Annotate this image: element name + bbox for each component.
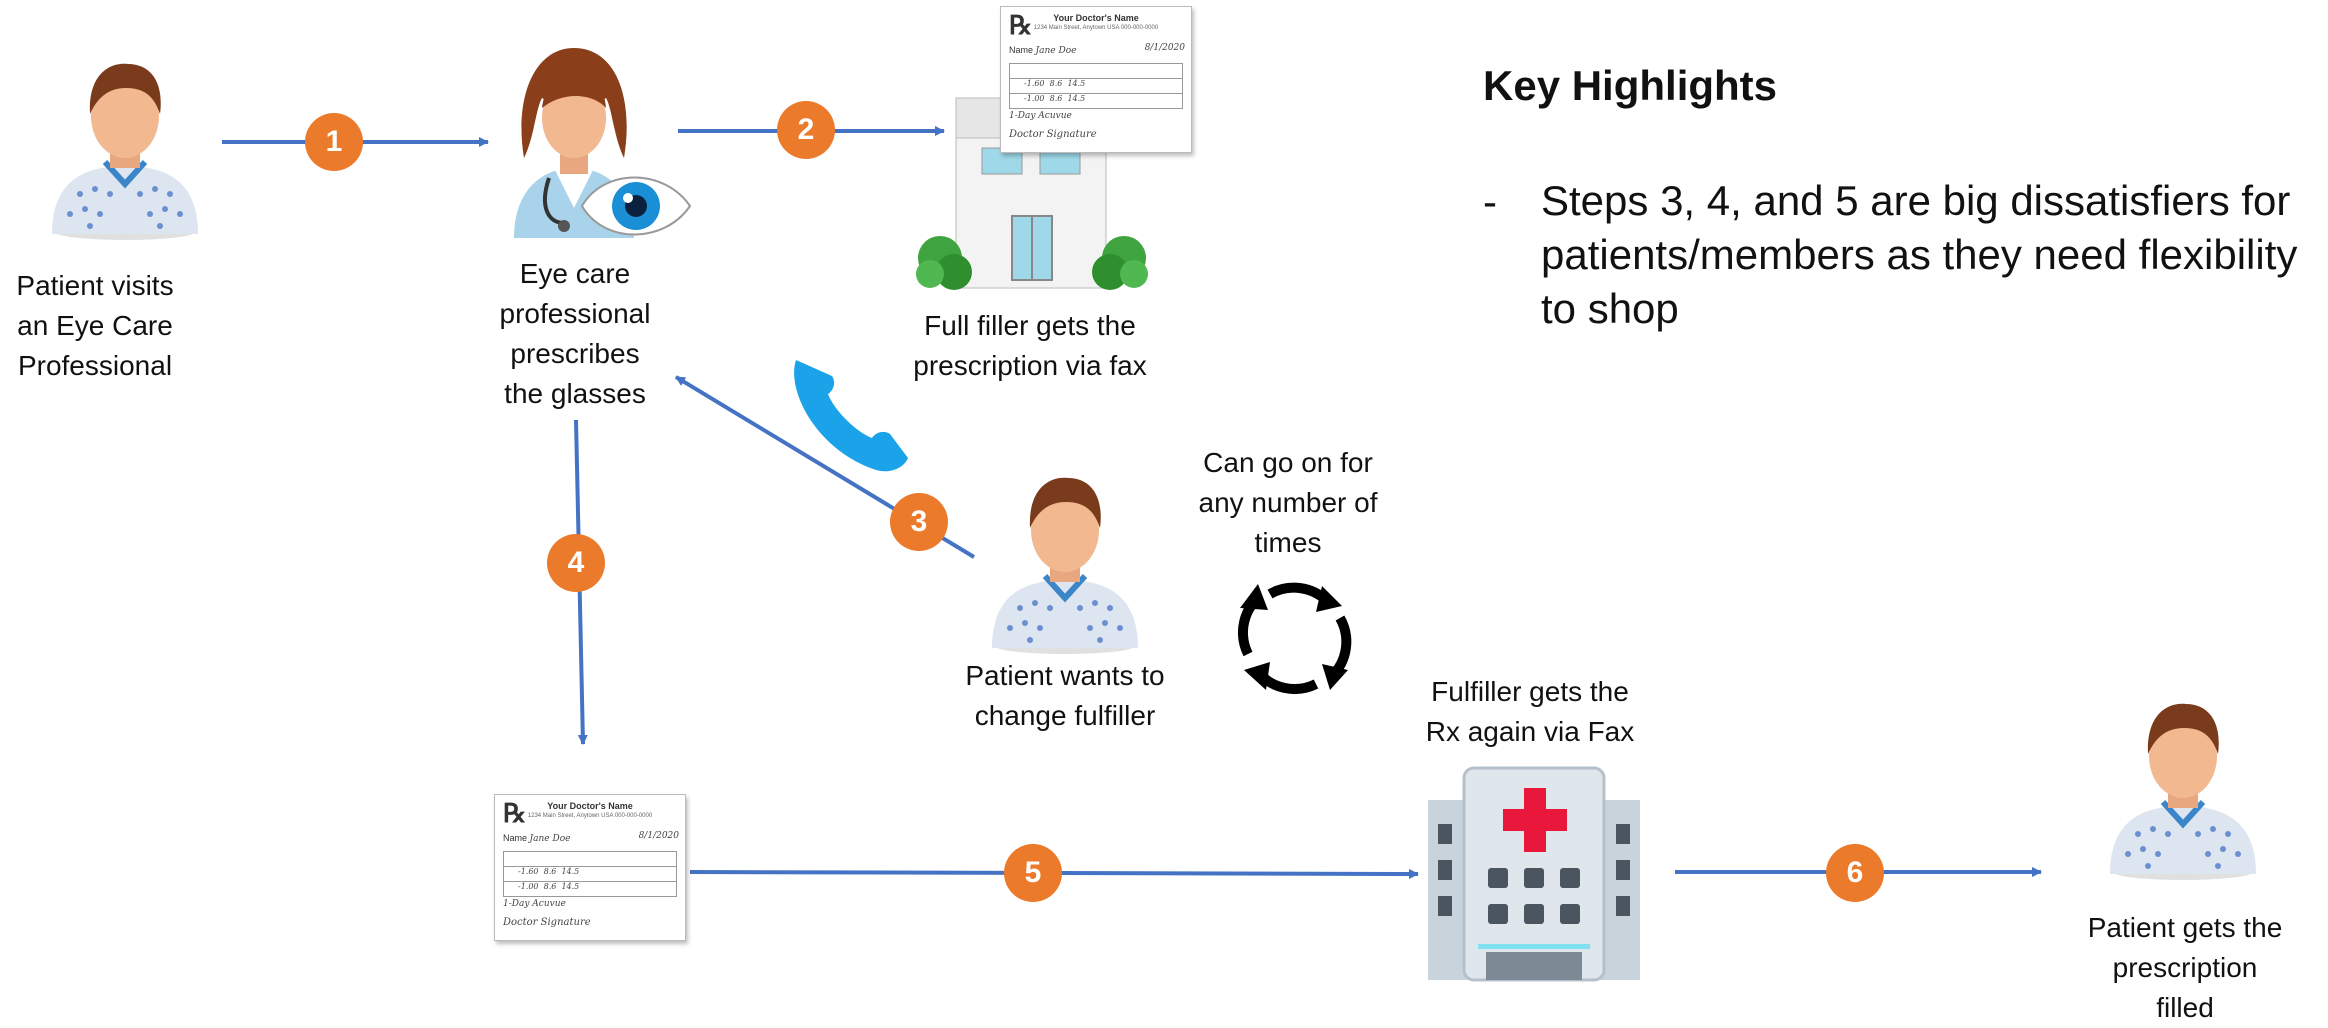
hospital-icon: [1428, 766, 1640, 982]
phone-icon: [794, 360, 908, 472]
step-badge-1: 1: [305, 113, 363, 171]
key-highlights-bullet-marker: -: [1483, 178, 1497, 225]
step-badge-6: 6: [1826, 844, 1884, 902]
label-patient-gets-filled: Patient gets the prescription filled: [2087, 912, 2283, 1023]
key-highlights-title: Key Highlights: [1483, 62, 1778, 109]
rx-row2-sph: -1.00: [518, 882, 539, 891]
doctor-address: 1234 Main Street, Anytown USA 000-000-00…: [527, 813, 653, 819]
rx-row2-dia: 14.5: [561, 882, 580, 891]
rx-date: 8/1/2020: [1144, 43, 1185, 53]
step-badge-4: 4: [547, 534, 605, 592]
doctor-name: Your Doctor's Name: [547, 801, 633, 811]
step-badge-3: 3: [890, 493, 948, 551]
patient-avatar-icon: [992, 477, 1138, 654]
rx-row1-bc: 8.6: [543, 867, 557, 876]
rx-patient-name: Jane Doe: [529, 834, 571, 844]
patient-avatar-icon: [52, 63, 198, 240]
rx-row2-sph: -1.00: [1024, 94, 1045, 103]
rx-patient-name: Jane Doe: [1035, 46, 1077, 56]
label-fulfiller-again: Fulfiller gets the Rx again via Fax: [1425, 676, 1635, 747]
rx-signature: Doctor Signature: [1009, 129, 1097, 140]
step-badge-2: 2: [777, 101, 835, 159]
rx-row1-sph: -1.60: [518, 867, 539, 876]
label-patient-visits: Patient visits an Eye Care Professional: [16, 270, 174, 381]
label-full-filler: Full filler gets the prescription via fa…: [913, 310, 1147, 381]
label-eye-care-prescribes: Eye care professional prescribes the gla…: [499, 258, 651, 409]
patient-avatar-icon: [2110, 703, 2256, 880]
doctor-avatar-icon: [514, 48, 692, 238]
rx-brand: 1-Day Acuvue: [1009, 111, 1072, 121]
rx-row2-dia: 14.5: [1067, 94, 1086, 103]
rx-row1-dia: 14.5: [1067, 79, 1086, 88]
rx-symbol: ℞: [503, 799, 527, 829]
prescription-card-bottom: ℞ Your Doctor's Name 1234 Main Street, A…: [494, 794, 686, 941]
rx-row1-sph: -1.60: [1024, 79, 1045, 88]
rx-row2-bc: 8.6: [1049, 94, 1063, 103]
doctor-name: Your Doctor's Name: [1053, 13, 1139, 23]
key-highlights-bullet-text: Steps 3, 4, and 5 are big dissatisfiers …: [1541, 177, 2298, 332]
prescription-card-top: ℞ Your Doctor's Name 1234 Main Street, A…: [1000, 6, 1192, 153]
label-can-go-on: Can go on for any number of times: [1198, 447, 1378, 558]
rx-date: 8/1/2020: [638, 831, 679, 841]
rx-symbol: ℞: [1009, 11, 1033, 41]
doctor-address: 1234 Main Street, Anytown USA 000-000-00…: [1033, 25, 1159, 31]
rx-row2-bc: 8.6: [543, 882, 557, 891]
rx-row1-dia: 14.5: [561, 867, 580, 876]
rx-brand: 1-Day Acuvue: [503, 899, 566, 909]
eye-icon: [580, 176, 692, 236]
rx-row1-bc: 8.6: [1049, 79, 1063, 88]
label-patient-wants-change: Patient wants to change fulfiller: [965, 660, 1165, 731]
step-badge-5: 5: [1004, 844, 1062, 902]
rx-signature: Doctor Signature: [503, 917, 591, 928]
refresh-cycle-icon: [1237, 582, 1352, 694]
